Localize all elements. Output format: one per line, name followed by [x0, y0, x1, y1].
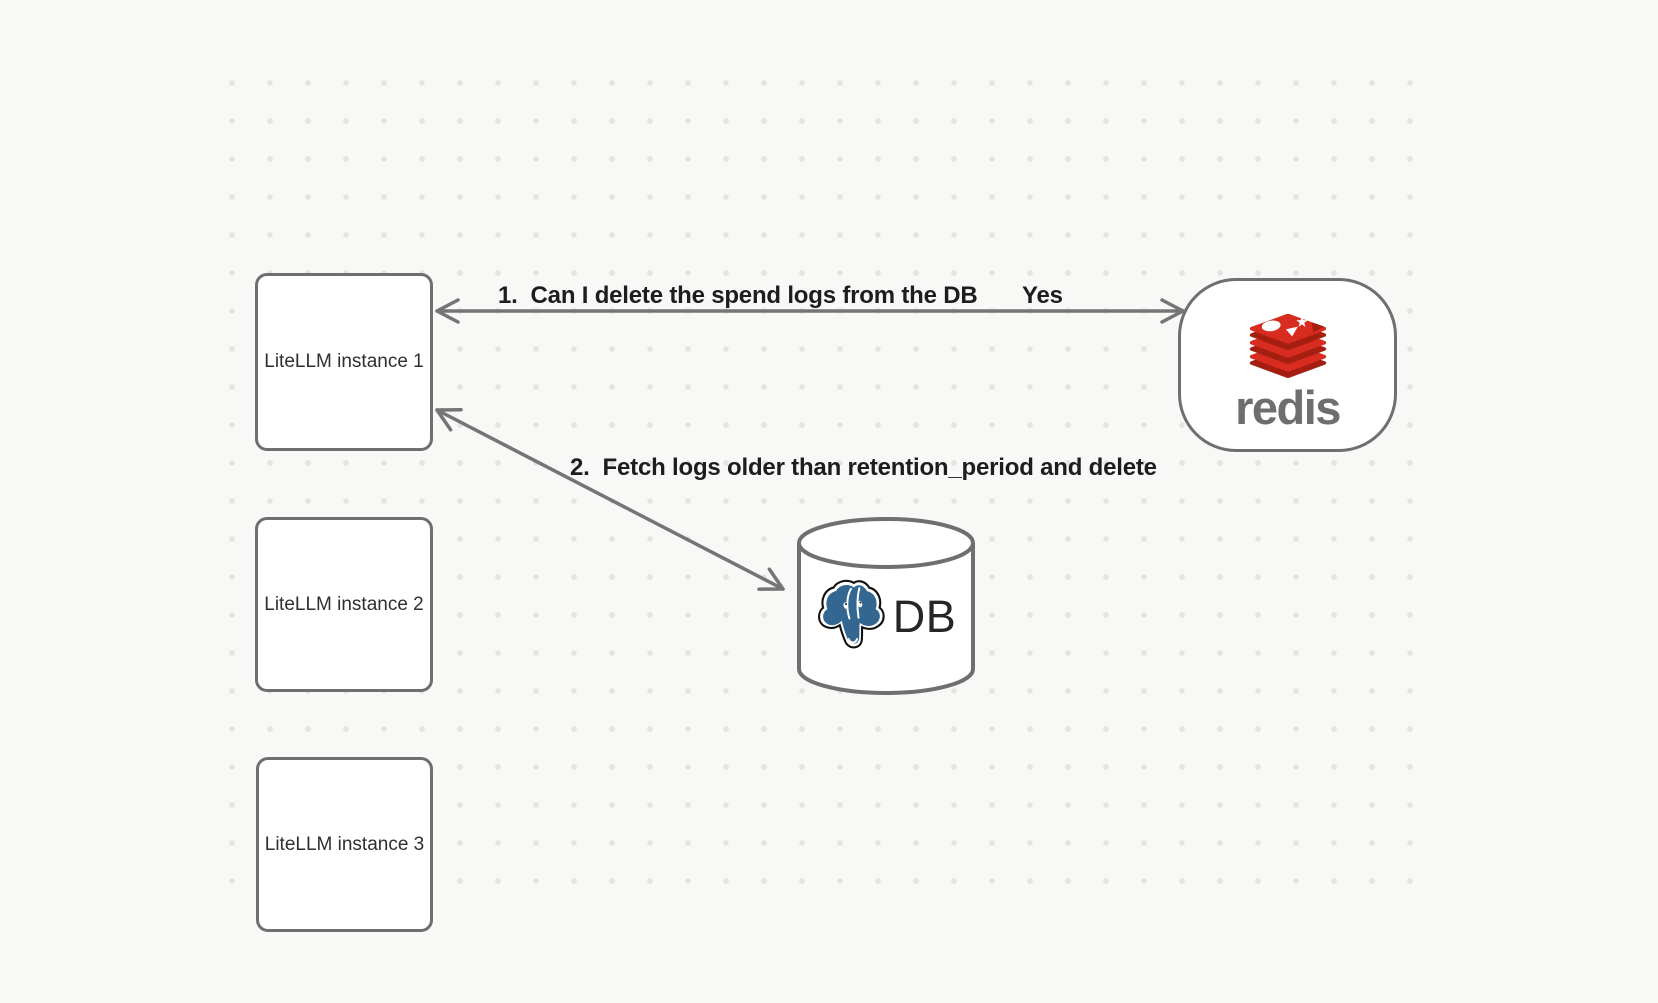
postgresql-elephant-icon [817, 579, 885, 649]
litellm-instance-2-label: LiteLLM instance 2 [264, 593, 424, 615]
redis-wordmark: redis [1235, 380, 1341, 434]
db-label: DB [892, 591, 957, 642]
postgres-db-node: DB [797, 515, 975, 697]
litellm-instance-3-node: LiteLLM instance 3 [256, 757, 433, 932]
litellm-instance-3-label: LiteLLM instance 3 [264, 833, 425, 855]
step1-answer-label: Yes [1022, 282, 1063, 309]
step1-label: 1. Can I delete the spend logs from the … [498, 282, 978, 309]
redis-node: redis [1178, 278, 1397, 452]
litellm-instance-2-node: LiteLLM instance 2 [255, 517, 433, 692]
litellm-instance-1-label: LiteLLM instance 1 [264, 351, 424, 372]
litellm-instance-1-node: LiteLLM instance 1 [255, 273, 433, 451]
step2-label: 2. Fetch logs older than retention_perio… [570, 454, 1157, 481]
redis-cube-stack-icon [1249, 314, 1326, 379]
